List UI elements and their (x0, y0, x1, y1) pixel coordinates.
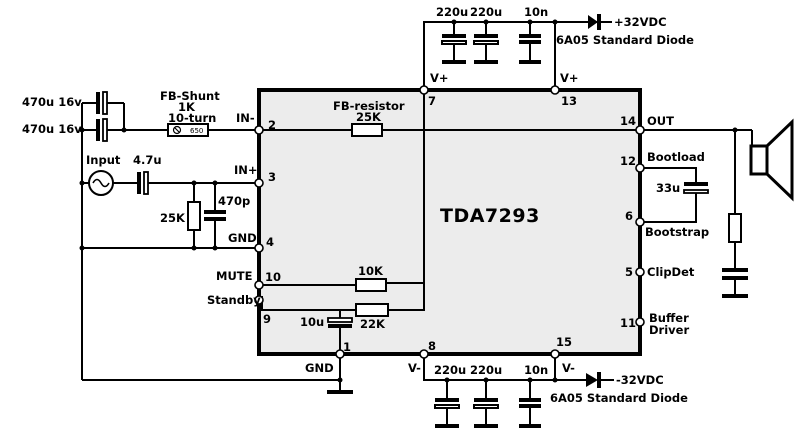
pin-2-num: 2 (268, 118, 276, 132)
standby-resistor-value: 22K (360, 317, 386, 331)
bottom-diode (586, 372, 614, 388)
pin-11 (635, 317, 645, 327)
pin-8-num: 8 (428, 339, 436, 353)
input-470p-label: 470p (218, 194, 250, 208)
pin-10-label: MUTE (216, 269, 253, 283)
bottom-cap-label-3: 10n (524, 363, 548, 377)
input-network: 650 (22, 89, 353, 394)
input-resistor-label: 25K (160, 211, 186, 225)
fb-shunt-trimmer: 650 (167, 123, 255, 137)
pin-1-num: 1 (343, 340, 351, 354)
top-cap-label-2: 220u (470, 5, 502, 19)
negative-supply-network: 220u 220u 10n -32VDC 6A05 Standard Diode (423, 358, 688, 428)
pin-13-num: 13 (561, 94, 577, 108)
top-capacitor-10n (519, 34, 541, 64)
fb-shunt-marking: 650 (190, 127, 203, 135)
bottom-diode-label: 6A05 Standard Diode (550, 391, 688, 405)
pin-3-num: 3 (268, 170, 276, 184)
bottom-cap-label-1: 220u (434, 363, 466, 377)
fb-shunt-label: FB-Shunt (160, 89, 220, 103)
pin-12-label: Bootload (647, 150, 705, 164)
pin-15-num: 15 (556, 335, 572, 349)
standby-capacitor: 10u (300, 310, 353, 354)
supply-negative-label: -32VDC (616, 373, 664, 387)
bootstrap-capacitor-value: 33u (656, 181, 680, 195)
pin-15-label: V- (562, 361, 575, 375)
pin-5-label: ClipDet (647, 265, 695, 279)
input-cap-4u7-label: 4.7u (133, 153, 162, 167)
pin-13 (550, 85, 560, 95)
bottom-capacitor-220u-1 (434, 380, 460, 428)
ground-label: GND (305, 361, 334, 375)
pin-6-num: 6 (625, 209, 633, 223)
feedback-resistor-label: FB-resistor (333, 99, 405, 113)
top-capacitor-220u-1 (441, 34, 467, 64)
pin-7 (419, 85, 429, 95)
input-cap-label-1: 470u 16v (22, 95, 82, 109)
pin-8-label: V- (408, 361, 421, 375)
bootstrap-capacitor: 33u (640, 167, 709, 223)
pin-14 (635, 125, 645, 135)
pin-6 (635, 217, 645, 227)
input-capacitor-4u7 (137, 171, 255, 195)
supply-positive-label: +32VDC (614, 15, 667, 29)
fb-shunt-value: 1K (178, 100, 196, 114)
pin-2 (254, 125, 264, 135)
input-label: Input (86, 153, 121, 167)
pin-14-num: 14 (620, 114, 636, 128)
feedback-resistor-value: 25K (356, 110, 382, 124)
pin-9 (254, 295, 264, 305)
pin-14-label: OUT (647, 114, 674, 128)
bottom-capacitor-220u-2 (473, 380, 499, 428)
top-cap-label-3: 10n (524, 5, 548, 19)
pin-10-num: 10 (265, 270, 281, 284)
fb-shunt-turns: 10-turn (168, 111, 216, 125)
standby-resistor: 22K (261, 296, 389, 331)
top-capacitor-220u-2 (473, 34, 499, 64)
bottom-cap-label-2: 220u (470, 363, 502, 377)
pin-2-label: IN- (236, 111, 255, 125)
pin-5 (635, 267, 645, 277)
pin-3-label: IN+ (234, 163, 258, 177)
mute-resistor-value: 10K (358, 264, 384, 278)
input-capacitor-470u-1 (96, 91, 124, 115)
top-diode (588, 14, 612, 30)
pin-9-label: Standby (207, 293, 261, 307)
pin-12 (635, 163, 645, 173)
pin-4 (254, 243, 264, 253)
pin-9-num: 9 (263, 312, 271, 326)
pin-12-num: 12 (620, 154, 636, 168)
input-capacitor-470p (204, 183, 226, 248)
pin-3 (254, 178, 264, 188)
top-diode-label: 6A05 Standard Diode (556, 33, 694, 47)
mute-resistor: 10K (262, 264, 387, 292)
pin-11-label: Buffer (649, 311, 689, 325)
input-cap-label-2: 470u 16v (22, 122, 82, 136)
positive-supply-network: 220u 220u 10n +32VDC 6A05 Standard Diode (423, 5, 694, 90)
pin-13-label: V+ (560, 71, 579, 85)
top-cap-label-1: 220u (436, 5, 468, 19)
pin-7-num: 7 (428, 94, 436, 108)
pin-5-num: 5 (625, 265, 633, 279)
speaker-icon (749, 118, 794, 202)
input-capacitor-470u-2 (96, 118, 170, 142)
output-network (644, 127, 752, 298)
pin-4-label: GND (228, 231, 257, 245)
pin-6-label: Bootstrap (645, 225, 709, 239)
input-resistor-25k (187, 183, 201, 248)
pin-11-label-2: Driver (649, 323, 689, 337)
pin-11-num: 11 (620, 316, 636, 330)
standby-capacitor-value: 10u (300, 315, 324, 329)
pin-15 (550, 349, 560, 359)
pin-7-label: V+ (430, 71, 449, 85)
pin-10 (254, 280, 264, 290)
pin-4-num: 4 (266, 235, 274, 249)
chip-name: TDA7293 (440, 205, 540, 227)
pin-8 (419, 349, 429, 359)
bottom-capacitor-10n (519, 380, 541, 428)
